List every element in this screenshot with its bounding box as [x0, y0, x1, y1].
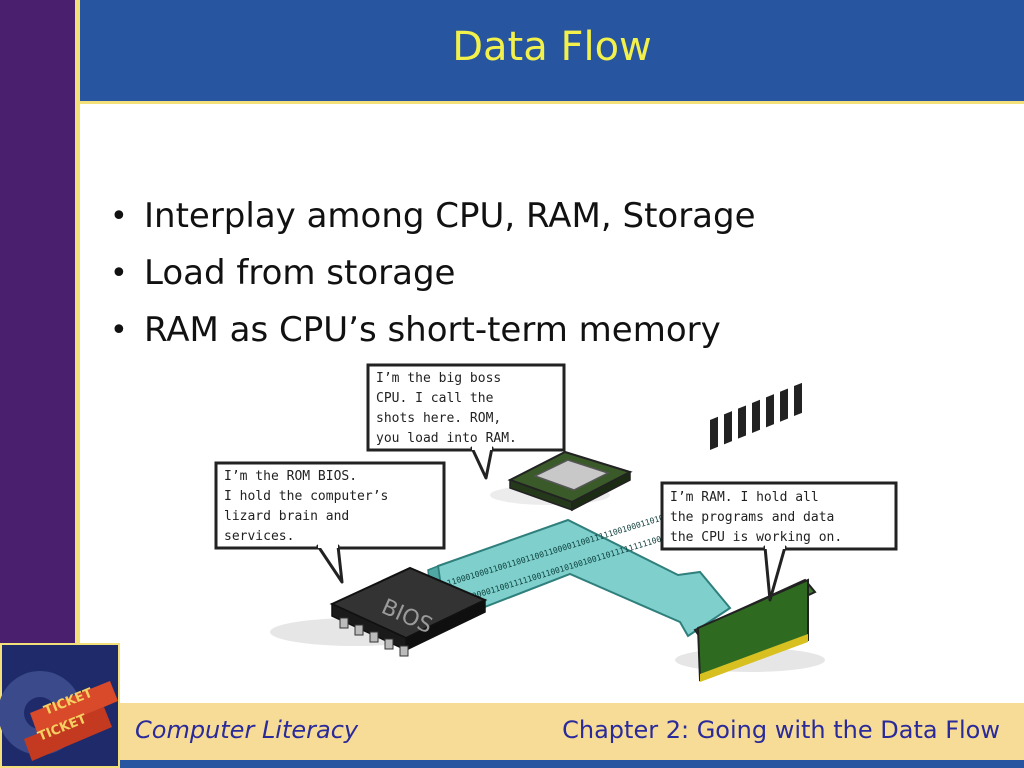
title-bar [80, 0, 1024, 101]
bullet-dot-icon: • [110, 256, 128, 291]
bullet-item: • RAM as CPU’s short-term memory [108, 302, 756, 359]
ram-module-icon [693, 382, 817, 682]
ram-bubble-line: the programs and data [670, 510, 834, 525]
cpu-chip-icon [507, 450, 633, 512]
ram-speech-bubble: I’m RAM. I hold all the programs and dat… [660, 481, 898, 602]
svg-text:I’m RAM. I hold all the: I’m RAM. I hold all the programs and dat… [670, 490, 842, 545]
cpu-bubble-line: shots here. ROM, [376, 411, 501, 426]
bullet-text: Load from storage [144, 253, 456, 293]
ticket-logo-icon: TICKET TICKET [0, 643, 120, 768]
ram-bubble-line: I’m RAM. I hold all [670, 490, 819, 505]
bios-bubble-line: I hold the computer’s [224, 489, 388, 504]
footer-bar [120, 703, 1024, 760]
left-sidebar-bar [0, 0, 75, 768]
bullet-item: • Load from storage [108, 245, 756, 302]
bios-bubble-line: lizard brain and [224, 509, 349, 524]
cpu-speech-bubble: I’m the big boss CPU. I call the shots h… [366, 363, 566, 480]
footer-course-title: Computer Literacy [135, 716, 359, 744]
footer-chapter-title: Chapter 2: Going with the Data Flow [562, 716, 1000, 744]
bios-speech-bubble: I’m the ROM BIOS. I hold the computer’s … [214, 461, 446, 584]
svg-text:I’m the ROM BIOS. I hold: I’m the ROM BIOS. I hold the computer’s … [224, 469, 396, 544]
bios-chip-icon: BIOS [329, 566, 488, 657]
left-gold-stripe [75, 0, 80, 768]
bullet-list: • Interplay among CPU, RAM, Storage • Load… [108, 188, 756, 359]
bios-bubble-line: I’m the ROM BIOS. [224, 469, 357, 484]
data-flow-illustration: 1100010001100110011001100001100111110010… [214, 363, 898, 682]
bullet-dot-icon: • [110, 199, 128, 234]
cpu-bubble-line: I’m the big boss [376, 371, 501, 386]
ram-bubble-line: the CPU is working on. [670, 530, 842, 545]
bullet-dot-icon: • [110, 313, 128, 348]
title-gold-stripe [80, 101, 1024, 104]
bios-bubble-line: services. [224, 529, 294, 544]
bullet-text: Interplay among CPU, RAM, Storage [144, 196, 756, 236]
bullet-text: RAM as CPU’s short-term memory [144, 310, 721, 350]
cpu-bubble-line: CPU. I call the [376, 391, 494, 406]
svg-text:I’m the big boss CPU. I: I’m the big boss CPU. I call the shots h… [376, 371, 517, 446]
cpu-bubble-line: you load into RAM. [376, 431, 517, 446]
slide-title: Data Flow [452, 24, 652, 70]
bullet-item: • Interplay among CPU, RAM, Storage [108, 188, 756, 245]
footer-bottom-stripe [120, 760, 1024, 768]
